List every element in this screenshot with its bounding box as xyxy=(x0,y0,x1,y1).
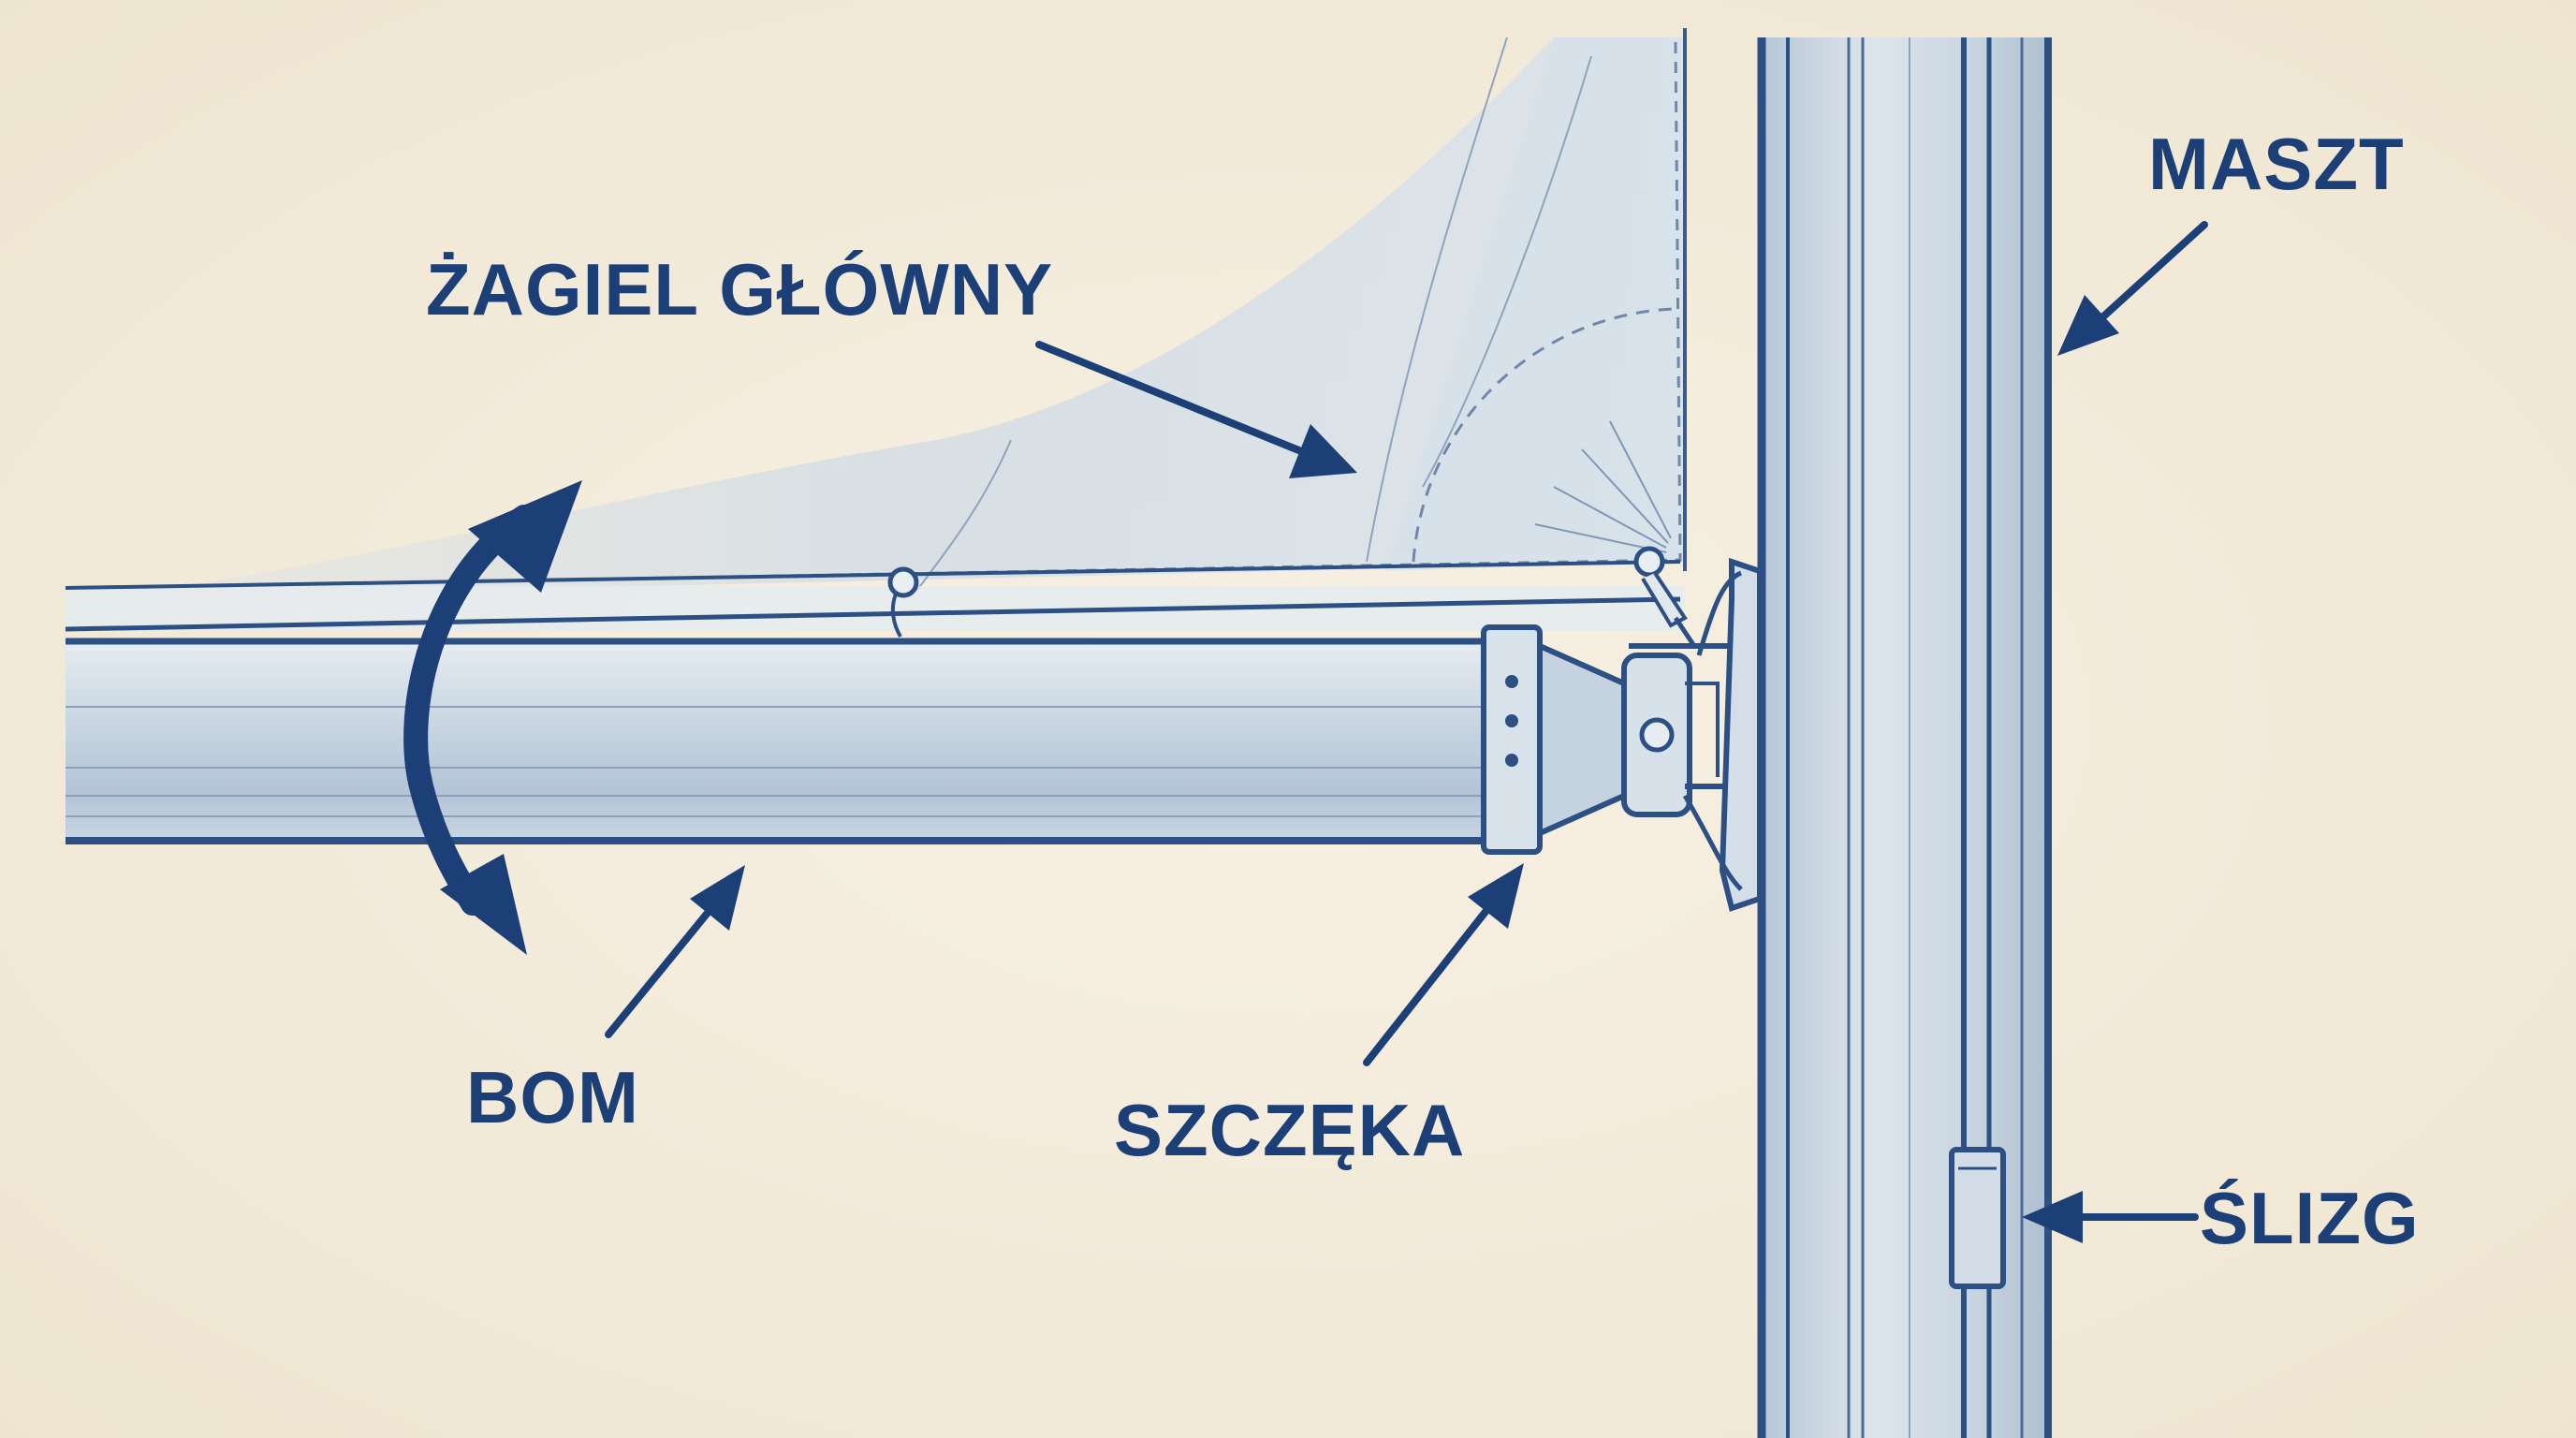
slider-label: ŚLIZG xyxy=(2200,1177,2420,1259)
foot-eyelet xyxy=(887,566,919,638)
mast-arrow xyxy=(2098,221,2208,322)
mainsail-arrow xyxy=(1035,341,1305,455)
boom-jaw-fitting xyxy=(1481,557,1763,912)
leader-arrows xyxy=(605,221,2208,1243)
mast xyxy=(1757,37,2052,1438)
boom-label: BOM xyxy=(466,1056,639,1138)
mainsail-label: ŻAGIEL GŁÓWNY xyxy=(426,248,1054,330)
jaw-arrow xyxy=(1363,904,1492,1066)
mast-slider xyxy=(1949,1147,2006,1289)
sail-foot xyxy=(65,560,1685,632)
boom-arrow xyxy=(605,904,715,1038)
rotation-arrow xyxy=(403,480,582,955)
boom xyxy=(66,638,1488,844)
tack-shackle xyxy=(1633,546,1697,648)
jaw-label: SZCZĘKA xyxy=(1114,1089,1466,1171)
mast-label: MASZT xyxy=(2148,123,2405,205)
